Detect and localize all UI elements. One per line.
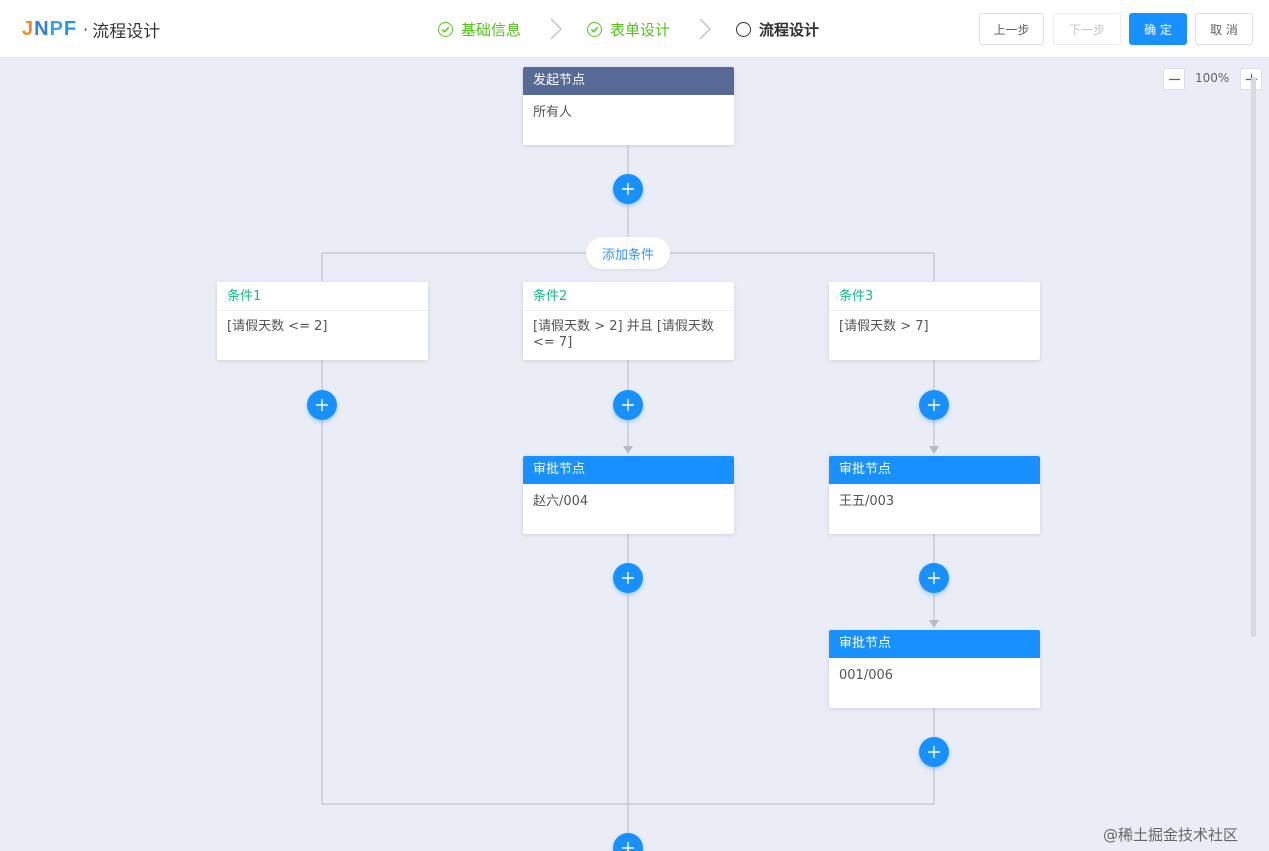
add-condition-button[interactable]: 添加条件: [586, 237, 670, 269]
add-node-button[interactable]: [613, 390, 643, 420]
plus-icon: [622, 183, 634, 195]
watermark: @稀土掘金技术社区: [1103, 826, 1239, 844]
zoom-out-button[interactable]: [1163, 68, 1185, 90]
approval-node-1[interactable]: 审批节点 赵六/004: [523, 456, 734, 534]
minus-icon: [1168, 78, 1180, 80]
add-node-button[interactable]: [919, 737, 949, 767]
condition-content: [请假天数 > 7]: [839, 319, 929, 334]
chevron-right-icon: [699, 18, 712, 40]
node-content: 001/006: [839, 668, 894, 683]
condition-title: 条件1: [217, 282, 428, 311]
plus-icon: [316, 399, 328, 411]
node-content: 所有人: [533, 105, 573, 120]
node-title: 审批节点: [829, 456, 1040, 484]
plus-icon: [928, 746, 940, 758]
logo-mark: JNPF: [22, 18, 77, 41]
plus-icon: [622, 399, 634, 411]
node-title: 审批节点: [829, 630, 1040, 658]
cancel-button[interactable]: 取 消: [1195, 13, 1253, 45]
add-node-button[interactable]: [919, 390, 949, 420]
step-navigator: 基础信息 表单设计 流程设计: [438, 17, 819, 41]
prev-step-button[interactable]: 上一步: [979, 13, 1044, 45]
start-node[interactable]: 发起节点 所有人: [523, 67, 734, 145]
condition-title: 条件2: [523, 282, 734, 311]
plus-icon: [928, 572, 940, 584]
logo-separator: ·: [83, 19, 89, 39]
chevron-right-icon: [550, 18, 563, 40]
condition-node-1[interactable]: 条件1 [请假天数 <= 2]: [217, 282, 428, 360]
app-logo: JNPF · 流程设计: [22, 16, 160, 42]
node-content: 赵六/004: [533, 494, 589, 509]
plus-icon: [622, 572, 634, 584]
step-label: 表单设计: [610, 20, 671, 39]
step-label: 流程设计: [759, 20, 820, 39]
connector-lines: [321, 145, 939, 851]
logo-letter-p: P: [49, 17, 64, 40]
condition-content: [请假天数 > 2] 并且 [请假天数 <= 7]: [533, 319, 714, 350]
add-node-button[interactable]: [613, 174, 643, 204]
add-node-button[interactable]: [613, 833, 643, 851]
add-node-button[interactable]: [613, 563, 643, 593]
circle-icon: [736, 21, 752, 37]
step-basic-info[interactable]: 基础信息: [438, 19, 521, 40]
plus-icon: [928, 399, 940, 411]
condition-content: [请假天数 <= 2]: [227, 319, 328, 334]
condition-title: 条件3: [829, 282, 1040, 311]
top-header: JNPF · 流程设计 基础信息 表单设计 流程设计 上一步 下一步 确 定 取…: [0, 0, 1269, 58]
condition-node-3[interactable]: 条件3 [请假天数 > 7]: [829, 282, 1040, 360]
page-title: 流程设计: [92, 21, 161, 42]
node-title: 发起节点: [523, 67, 734, 95]
approval-node-2[interactable]: 审批节点 王五/003: [829, 456, 1040, 534]
logo-letter-f: F: [63, 17, 78, 40]
logo-letter-n: N: [34, 17, 50, 40]
next-step-button[interactable]: 下一步: [1053, 13, 1121, 45]
confirm-button[interactable]: 确 定: [1129, 13, 1187, 45]
step-flow-design[interactable]: 流程设计: [736, 19, 819, 40]
step-label: 基础信息: [461, 20, 522, 39]
logo-letter-j: J: [22, 17, 35, 40]
node-content: 王五/003: [839, 494, 895, 509]
approval-node-3[interactable]: 审批节点 001/006: [829, 630, 1040, 708]
zoom-level: 100%: [1195, 71, 1230, 85]
node-title: 审批节点: [523, 456, 734, 484]
add-node-button[interactable]: [307, 390, 337, 420]
check-circle-icon: [438, 21, 453, 37]
condition-node-2[interactable]: 条件2 [请假天数 > 2] 并且 [请假天数 <= 7]: [523, 282, 734, 360]
vertical-scrollbar[interactable]: [1251, 77, 1256, 637]
flow-canvas[interactable]: 发起节点 所有人 添加条件 条件1 [请假天数 <= 2] 条件2 [请假天数 …: [0, 59, 1269, 851]
plus-icon: [622, 842, 634, 851]
add-node-button[interactable]: [919, 563, 949, 593]
step-form-design[interactable]: 表单设计: [587, 19, 670, 40]
check-circle-icon: [587, 21, 603, 37]
